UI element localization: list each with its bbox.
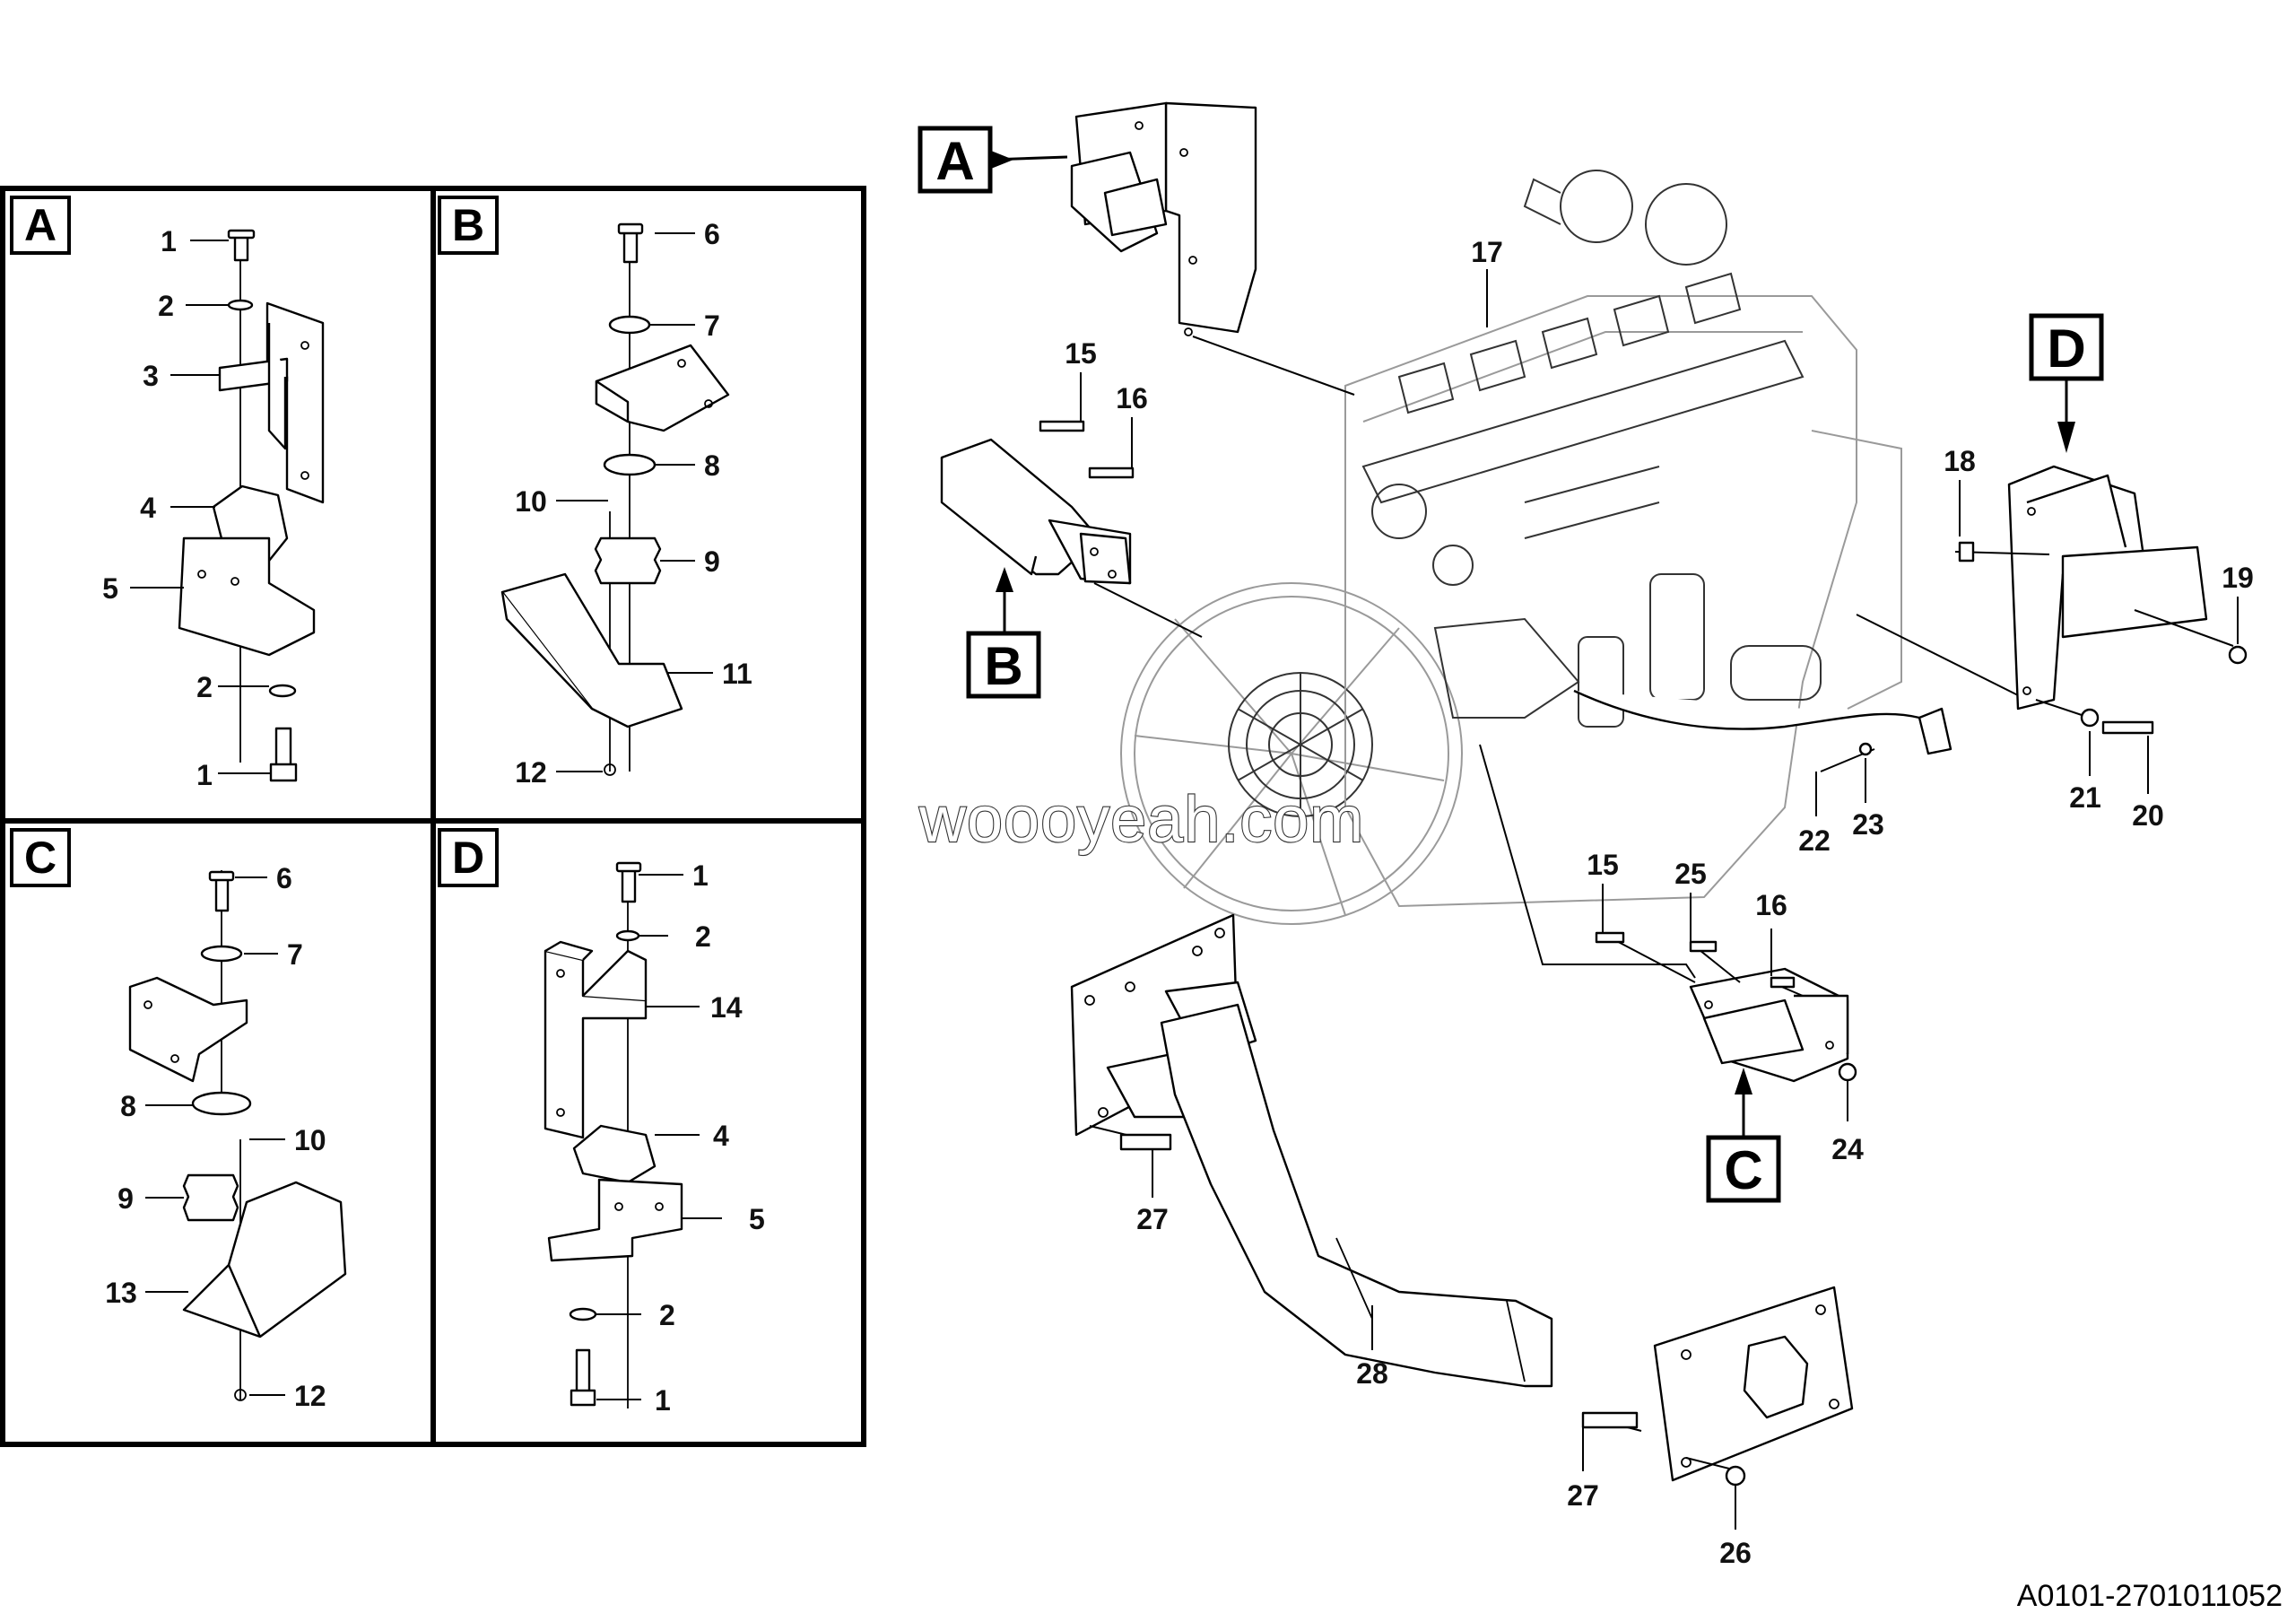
callout-a-3: 3 — [143, 360, 159, 392]
view-a-letter: A — [935, 131, 974, 191]
callout-25: 25 — [1674, 858, 1707, 890]
callout-d-4: 4 — [713, 1120, 729, 1152]
callout-16b: 16 — [1755, 889, 1787, 921]
panel-c: C 6 7 8 10 9 13 12 — [10, 828, 347, 1412]
callout-a-2: 2 — [158, 290, 174, 322]
panel-b: B 6 7 8 10 9 11 12 — [438, 196, 752, 789]
callout-b-8: 8 — [704, 449, 720, 482]
callout-b-11: 11 — [722, 658, 752, 690]
callout-15a: 15 — [1065, 337, 1097, 370]
view-d-label: D — [2029, 313, 2104, 453]
callout-b-9: 9 — [704, 545, 720, 578]
callout-d-2: 2 — [695, 920, 711, 953]
view-c-letter: C — [1724, 1140, 1762, 1200]
callout-18: 18 — [1944, 445, 1976, 477]
pipe-line — [1573, 689, 1952, 772]
view-c-bracket — [1479, 744, 1857, 1083]
callout-27a: 27 — [1136, 1203, 1169, 1235]
callout-c-9: 9 — [117, 1182, 134, 1215]
view-c-label: C — [1706, 1068, 1781, 1203]
callout-20: 20 — [2132, 799, 2164, 832]
panel-b-letter: B — [452, 200, 484, 250]
callout-c-6: 6 — [276, 862, 292, 894]
panel-a: A 1 2 3 4 5 2 1 — [10, 196, 325, 791]
callout-23: 23 — [1852, 808, 1884, 841]
callout-b-10: 10 — [515, 485, 547, 518]
callout-17: 17 — [1471, 236, 1503, 268]
view-d-letter: D — [2047, 318, 2085, 379]
view-a-label: A — [918, 126, 1068, 194]
callout-26: 26 — [1719, 1537, 1752, 1569]
callout-a-1b: 1 — [196, 759, 213, 791]
callout-d-2b: 2 — [659, 1299, 675, 1331]
figure-code: A0101-2701011052 — [2017, 1579, 2283, 1613]
callout-c-12: 12 — [294, 1380, 326, 1412]
callout-c-8: 8 — [120, 1090, 136, 1122]
callout-a-1: 1 — [161, 225, 177, 257]
callout-d-1b: 1 — [655, 1384, 671, 1417]
callout-19: 19 — [2222, 562, 2254, 594]
main-callouts: 17 15 16 18 19 21 20 22 23 15 25 16 24 2… — [1039, 236, 2254, 1569]
callout-d-5: 5 — [749, 1203, 765, 1235]
callout-15b: 15 — [1587, 849, 1619, 881]
callout-c-7: 7 — [287, 938, 303, 971]
view-b-bracket — [940, 438, 1203, 638]
view-b-label: B — [966, 567, 1041, 699]
callout-c-13: 13 — [105, 1277, 137, 1309]
panel-c-letter: C — [24, 833, 57, 883]
view-b-letter: B — [984, 636, 1022, 696]
callout-a-4: 4 — [140, 492, 156, 524]
callout-d-14: 14 — [710, 991, 743, 1024]
callout-d-1: 1 — [692, 859, 709, 892]
callout-24: 24 — [1831, 1133, 1864, 1165]
watermark: woooyeah.com — [918, 784, 1364, 856]
callout-28: 28 — [1356, 1357, 1388, 1390]
callout-c-10: 10 — [294, 1124, 326, 1156]
panel-a-letter: A — [24, 200, 57, 250]
callout-a-5: 5 — [102, 572, 118, 605]
callout-a-2b: 2 — [196, 671, 213, 703]
callout-22: 22 — [1798, 824, 1831, 857]
callout-27b: 27 — [1567, 1479, 1599, 1512]
crossmember-28 — [1070, 913, 1854, 1487]
view-d-bracket — [1856, 465, 2248, 735]
detail-grid — [0, 186, 866, 1447]
panel-d-letter: D — [452, 833, 484, 883]
callout-b-12: 12 — [515, 756, 547, 789]
callout-b-6: 6 — [704, 218, 720, 250]
panel-d: D 1 2 14 4 5 2 1 — [438, 828, 765, 1417]
callout-16a: 16 — [1116, 382, 1148, 414]
view-a-bracket — [1070, 101, 1355, 396]
callout-21: 21 — [2069, 781, 2101, 814]
engine-ghost — [1120, 170, 1902, 925]
callout-b-7: 7 — [704, 310, 720, 342]
